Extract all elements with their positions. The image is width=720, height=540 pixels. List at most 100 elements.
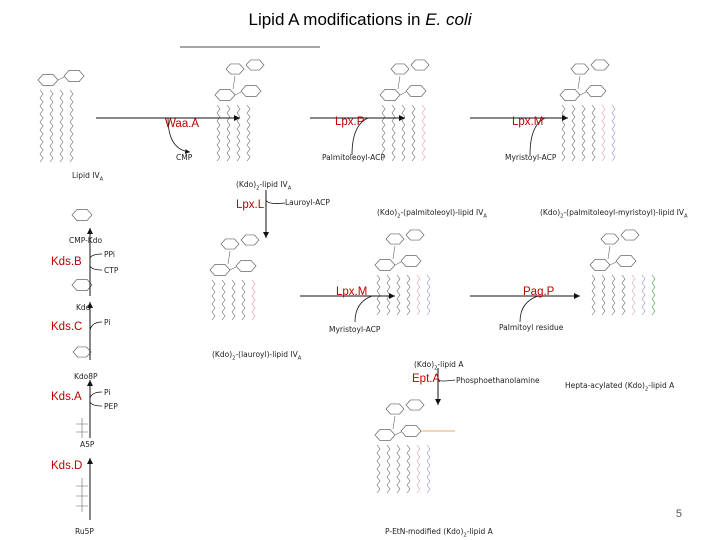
arrow-lpxm-mid-acp (354, 295, 373, 323)
label-kdo2-palmitoleoyl: (Kdo)2-(palmitoleoyl)-lipid IVA (377, 208, 487, 220)
struct-petn-ring-1 (374, 429, 396, 441)
struct-hepta-kdo-2 (620, 229, 640, 241)
struct-palm-myr-chain-0 (561, 104, 566, 162)
struct-petn-chain-2 (396, 444, 401, 494)
struct-palm-myr-bond (579, 91, 587, 96)
enzyme-kdsc: Kds.C (51, 321, 83, 333)
enzyme-pagp: Pag.P (523, 286, 555, 298)
struct-lipid-iva-ring-1 (37, 74, 59, 86)
struct-a5p (76, 418, 88, 438)
label-kdo: Kdo (76, 303, 91, 312)
enzyme-kdsd: Kds.D (51, 460, 83, 472)
enzyme-epta: Ept.A (412, 373, 441, 385)
struct-lipid-iva-bond (57, 76, 65, 81)
struct-hepta-chain-1 (601, 274, 606, 316)
label-lipid-iva: Lipid IVA (72, 171, 104, 183)
struct-lauroyl-chain-3 (241, 279, 246, 321)
label-lauroyl-acp: Lauroyl-ACP (285, 198, 330, 207)
arrow-kdsc-pi (89, 321, 103, 331)
struct-lauroyl-ring-1 (209, 264, 231, 276)
struct-lipid-a-chain-4 (416, 274, 421, 316)
struct-lauroyl-kdo-2 (240, 234, 260, 246)
struct-kdo2-lipid-iva-chain-0 (216, 104, 221, 162)
title-organism: E. coli (425, 10, 472, 29)
struct-kdo2-lipid-iva-ring-1 (214, 89, 236, 101)
struct-palm-myr-chain-3 (591, 104, 596, 162)
struct-cmp-kdo (71, 209, 93, 221)
struct-hepta-ring-1 (589, 259, 611, 271)
enzyme-lpxm-mid: Lpx.M (336, 286, 368, 298)
label-pi-kdsc: Pi (104, 318, 111, 327)
struct-palmitoleoyl-chain-3 (411, 104, 416, 162)
struct-palmitoleoyl-kdo-1 (390, 63, 410, 75)
struct-palmitoleoyl-ring-2 (405, 85, 427, 97)
struct-lipid-a-ring-2 (400, 255, 422, 267)
struct-lipid-a-chain-2 (396, 274, 401, 316)
struct-lauroyl-bond (229, 266, 237, 271)
struct-lauroyl-kdo-link (227, 250, 231, 265)
arrow-kdsa-pi (89, 391, 103, 399)
struct-petn-chain-4 (416, 444, 421, 494)
label-pep: PEP (104, 402, 118, 411)
label-ru5p: Ru5P (75, 527, 94, 536)
struct-lipid-a-kdo-2 (405, 229, 425, 241)
struct-lipid-iva-ring-2 (63, 70, 85, 82)
struct-petn-chain-1 (386, 444, 391, 494)
struct-palmitoleoyl-bond (399, 91, 407, 96)
label-myristoyl-acp-top: Myristoyl-ACP (505, 153, 557, 162)
struct-palmitoleoyl-kdo-2 (410, 59, 430, 71)
struct-palmitoleoyl-chain-4 (421, 104, 426, 162)
struct-palm-myr-ring-1 (559, 89, 581, 101)
struct-kdo (71, 279, 93, 291)
struct-hepta-chain-4 (631, 274, 636, 316)
struct-petn-chain-5 (426, 444, 431, 494)
molecule-structures (37, 59, 656, 512)
struct-palmitoleoyl-ring-1 (379, 89, 401, 101)
struct-palmitoleoyl-chain-0 (381, 104, 386, 162)
struct-ru5p (76, 478, 88, 512)
struct-lipid-a-kdo-1 (385, 233, 405, 245)
struct-kdo8p (72, 346, 92, 358)
reaction-arrows (87, 46, 580, 520)
enzyme-lpxp: Lpx.P (335, 116, 365, 128)
page-number: 5 (675, 508, 682, 520)
struct-petn-chain-0 (376, 444, 381, 494)
struct-lipid-iva-chain-0 (39, 89, 44, 163)
struct-palm-myr-kdo-link (577, 75, 581, 90)
enzyme-waaa: Waa.A (165, 118, 200, 130)
struct-petn-chain-3 (406, 444, 411, 494)
struct-lipid-iva-chain-1 (49, 89, 54, 163)
struct-palmitoleoyl-kdo-link (397, 75, 401, 90)
struct-palm-myr-chain-4 (601, 104, 606, 162)
struct-lauroyl-chain-2 (231, 279, 236, 321)
struct-petn-kdo-link (392, 415, 396, 430)
label-cmp-kdo: CMP-Kdo (69, 236, 103, 245)
struct-palm-myr-kdo-2 (590, 59, 610, 71)
struct-hepta-chain-6 (651, 274, 656, 316)
arrow-waaa-cmp (167, 117, 191, 154)
struct-lauroyl-chain-0 (211, 279, 216, 321)
struct-palm-myr-ring-2 (585, 85, 607, 97)
label-palmitoyl-residue: Palmitoyl residue (499, 323, 564, 332)
arrow-lpxl-acp (265, 199, 286, 204)
label-ctp: CTP (104, 266, 119, 275)
struct-lauroyl-chain-4 (251, 279, 256, 321)
struct-palmitoleoyl-chain-2 (401, 104, 406, 162)
struct-kdo2-lipid-iva-ring-2 (240, 85, 262, 97)
struct-hepta-kdo-link (607, 245, 611, 260)
label-kdo2-palm-myr: (Kdo)2-(palmitoleoyl-myristoyl)-lipid IV… (540, 208, 688, 220)
enzyme-lpxm-top: Lpx.M (512, 116, 544, 128)
enzyme-kdsb: Kds.B (51, 256, 82, 268)
struct-kdo2-lipid-iva-chain-3 (246, 104, 251, 162)
struct-hepta-bond (609, 261, 617, 266)
enzyme-kdsa: Kds.A (51, 391, 82, 403)
label-kdo8p: Kdo8P (74, 372, 98, 381)
struct-lipid-a-chain-1 (386, 274, 391, 316)
struct-palm-myr-chain-1 (571, 104, 576, 162)
struct-lipid-a-kdo-link (392, 245, 396, 260)
label-phosphoethanolamine: Phosphoethanolamine (456, 376, 540, 385)
label-a5p: A5P (80, 440, 95, 449)
arrow-lpxp-acp (351, 117, 369, 156)
label-myristoyl-acp-mid: Myristoyl-ACP (329, 325, 381, 334)
